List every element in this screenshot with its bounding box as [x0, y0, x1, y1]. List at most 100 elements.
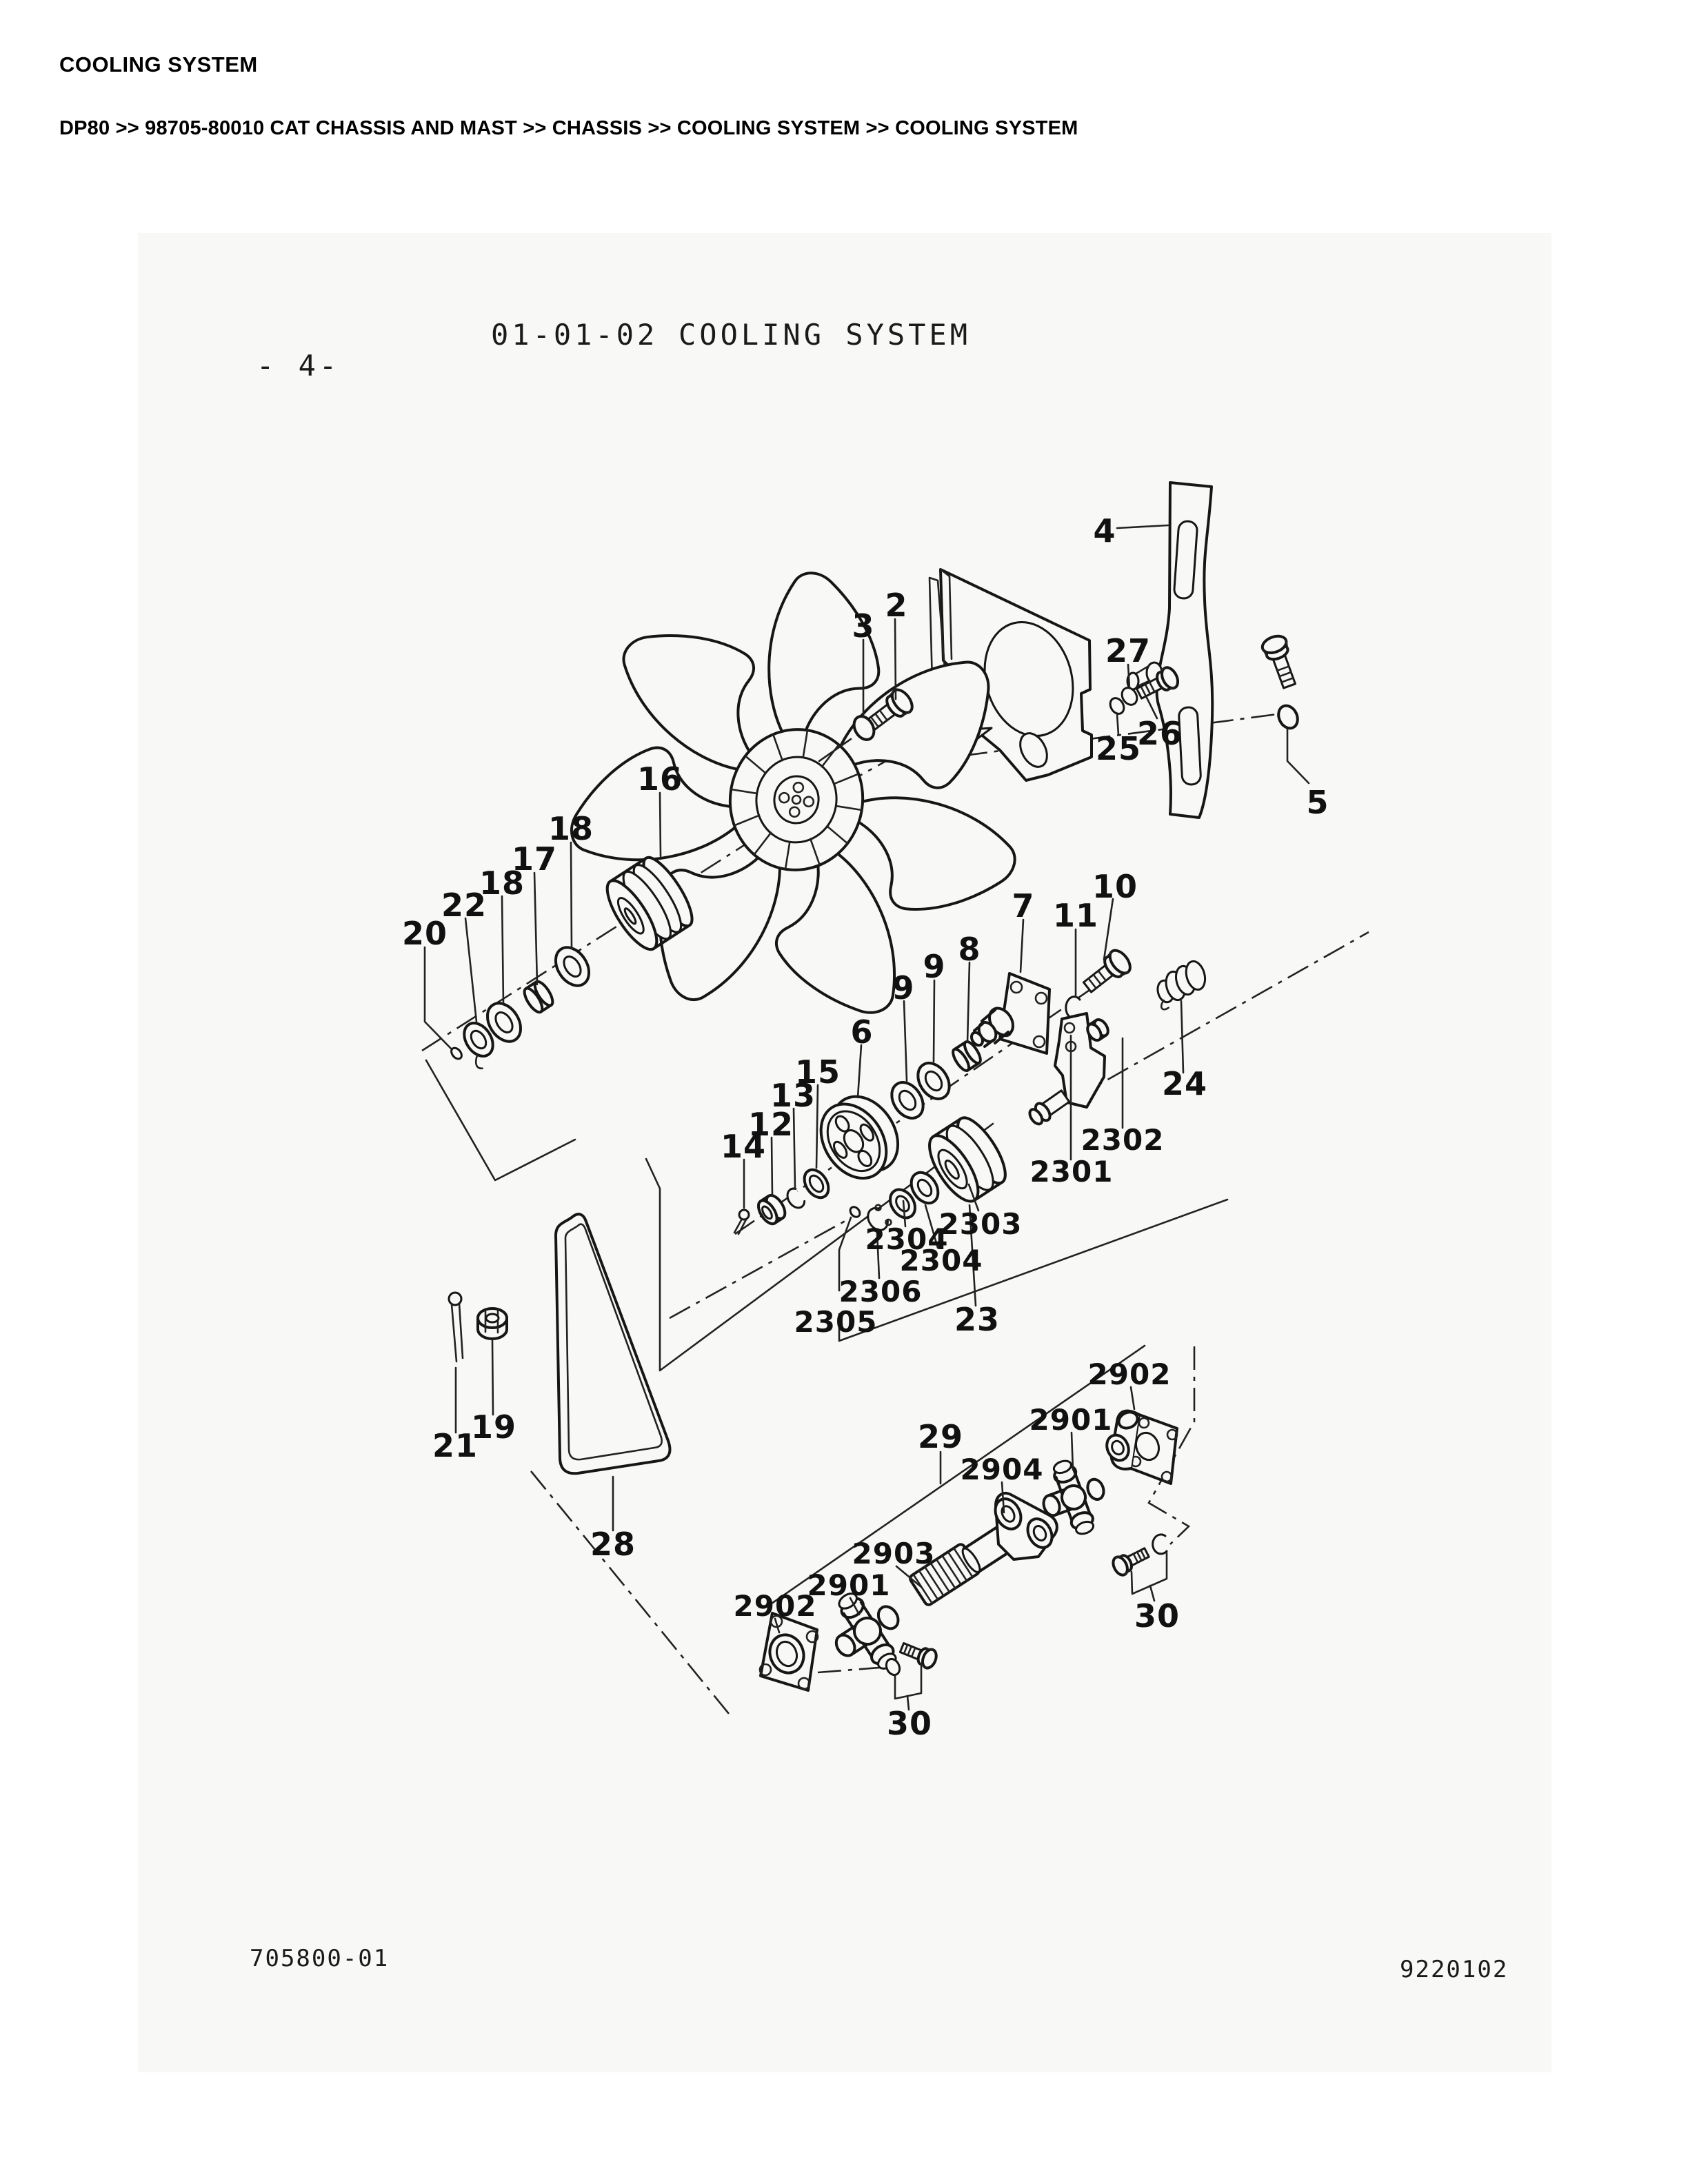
idler-pulley: [928, 1116, 1007, 1203]
lock-washer: [786, 1187, 806, 1209]
callout-2306: 2306: [839, 1275, 923, 1308]
cooling-fan: [565, 572, 1027, 1063]
flange-yoke-left: [758, 1612, 819, 1692]
callout-24: 24: [1162, 1065, 1207, 1102]
cotter-pin: [448, 1291, 464, 1363]
callout-30b: 30: [887, 1705, 932, 1742]
callout-12: 12: [748, 1106, 794, 1143]
figure-title: COOLING SYSTEM: [679, 318, 971, 352]
callout-23: 23: [954, 1301, 1000, 1338]
callout-26: 26: [1137, 715, 1183, 752]
v-belt: [554, 1213, 672, 1475]
callout-6: 6: [850, 1013, 873, 1051]
callout-2901r: 2901: [1029, 1403, 1113, 1437]
callout-2304a: 2304: [865, 1222, 949, 1256]
shaft-nut: [756, 1193, 787, 1226]
shroud-bolt-washer: [1109, 687, 1138, 715]
callout-2903: 2903: [852, 1537, 936, 1570]
idler-bearing-rear: [910, 1171, 940, 1205]
callout-18b: 18: [479, 865, 525, 902]
callout-3: 3: [852, 607, 874, 645]
callout-2305: 2305: [794, 1305, 878, 1339]
callout-2904: 2904: [961, 1453, 1044, 1486]
callout-2304b: 2304: [900, 1244, 983, 1277]
fan-blades: [565, 572, 1027, 1063]
idler-pin: [849, 1206, 861, 1218]
yoke-bolt-washer: [885, 1657, 901, 1677]
stay-bracket: [1126, 481, 1214, 819]
callout-28: 28: [590, 1526, 636, 1563]
pulley-bearing-rear: [554, 946, 591, 987]
breadcrumb: DP80 >> 98705-80010 CAT CHASSIS AND MAST…: [59, 117, 1078, 139]
fan-pulley: [605, 856, 694, 951]
bearing-spacer: [523, 980, 554, 1014]
bracket-bolt-washer: [1277, 704, 1299, 730]
callout-10: 10: [1092, 868, 1138, 905]
callout-7: 7: [1012, 887, 1034, 924]
callout-2: 2: [885, 587, 907, 624]
callout-2302: 2302: [1081, 1123, 1165, 1157]
callout-14: 14: [721, 1128, 766, 1165]
fan-bolt-washer: [852, 715, 876, 741]
drive-flange: [969, 972, 1051, 1055]
adjust-nut: [476, 1307, 508, 1340]
callout-16: 16: [637, 760, 683, 798]
bearing-collar: [463, 1022, 494, 1069]
yoke-circlip-right: [1152, 1533, 1168, 1555]
figure-section-code: 01-01-02: [491, 318, 658, 352]
cotter-pin-small: [733, 1209, 750, 1235]
u-joint-left: [834, 1593, 900, 1670]
callout-9b: 9: [892, 969, 914, 1007]
callout-18a: 18: [548, 810, 594, 847]
callout-27: 27: [1105, 632, 1151, 669]
page-title: COOLING SYSTEM: [59, 52, 258, 77]
print-code: 9220102: [1400, 1956, 1508, 1983]
shroud-bolt: [1135, 666, 1180, 700]
flange-bolt: [1082, 949, 1132, 993]
callout-13: 13: [770, 1077, 816, 1114]
callout-15: 15: [795, 1053, 841, 1091]
callout-19: 19: [471, 1408, 516, 1446]
snap-ring: [867, 1204, 892, 1231]
callout-2902l: 2902: [734, 1589, 817, 1623]
pump-washer: [803, 1168, 830, 1200]
callout-22: 22: [441, 887, 487, 924]
callout-2301: 2301: [1030, 1155, 1114, 1189]
callout-9a: 9: [923, 948, 945, 985]
pulley-bearing-front: [485, 1002, 523, 1043]
callout-5: 5: [1306, 784, 1329, 821]
callout-29: 29: [918, 1418, 963, 1455]
pump-bearing-front: [890, 1081, 925, 1120]
pump-spacer: [952, 1040, 982, 1073]
shaft-yoke: [961, 1492, 1058, 1574]
callout-2902r: 2902: [1088, 1357, 1172, 1391]
callout-17: 17: [512, 840, 557, 878]
bracket-bolt: [1260, 634, 1296, 689]
callout-labels: 4 2 3 27 26 25 5 16 18 17 18 22 20 7 11 …: [402, 512, 1329, 1742]
tension-bracket: [1028, 1012, 1109, 1126]
u-joint-spider-right: [1042, 1459, 1105, 1535]
tension-spring: [1156, 960, 1207, 1011]
callout-4: 4: [1093, 512, 1116, 549]
yoke-bolt-bottom: [898, 1642, 938, 1670]
callout-25: 25: [1096, 730, 1141, 767]
flange-yoke-right: [1105, 1409, 1178, 1485]
figure-page-marker: - 4-: [257, 349, 340, 383]
fan-hub: [728, 728, 865, 871]
callout-11: 11: [1053, 897, 1098, 934]
pump-bearing-rear: [916, 1062, 951, 1100]
spring-pin: [450, 1046, 463, 1060]
yoke-bolt-right: [1112, 1547, 1150, 1577]
callout-2303: 2303: [939, 1207, 1023, 1241]
callout-20: 20: [402, 915, 448, 952]
fan-bolt: [865, 688, 914, 731]
callout-30r: 30: [1134, 1597, 1180, 1635]
idler-bearing-front: [889, 1188, 916, 1220]
water-pump-pulley: [819, 1095, 900, 1180]
callout-21: 21: [432, 1427, 478, 1464]
doc-number: 705800-01: [250, 1945, 389, 1972]
callout-8: 8: [958, 931, 981, 968]
callout-2901l: 2901: [807, 1568, 891, 1602]
